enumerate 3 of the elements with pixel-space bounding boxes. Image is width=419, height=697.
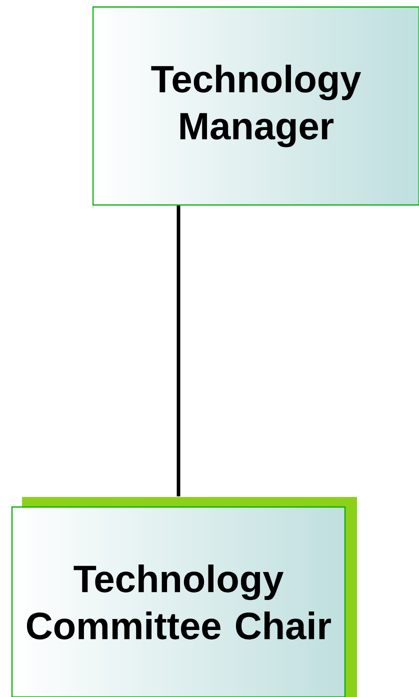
- process-box: Technology Manager: [92, 6, 419, 206]
- process-box: Technology Committee Chair: [11, 497, 357, 697]
- connector-line: [176, 206, 180, 496]
